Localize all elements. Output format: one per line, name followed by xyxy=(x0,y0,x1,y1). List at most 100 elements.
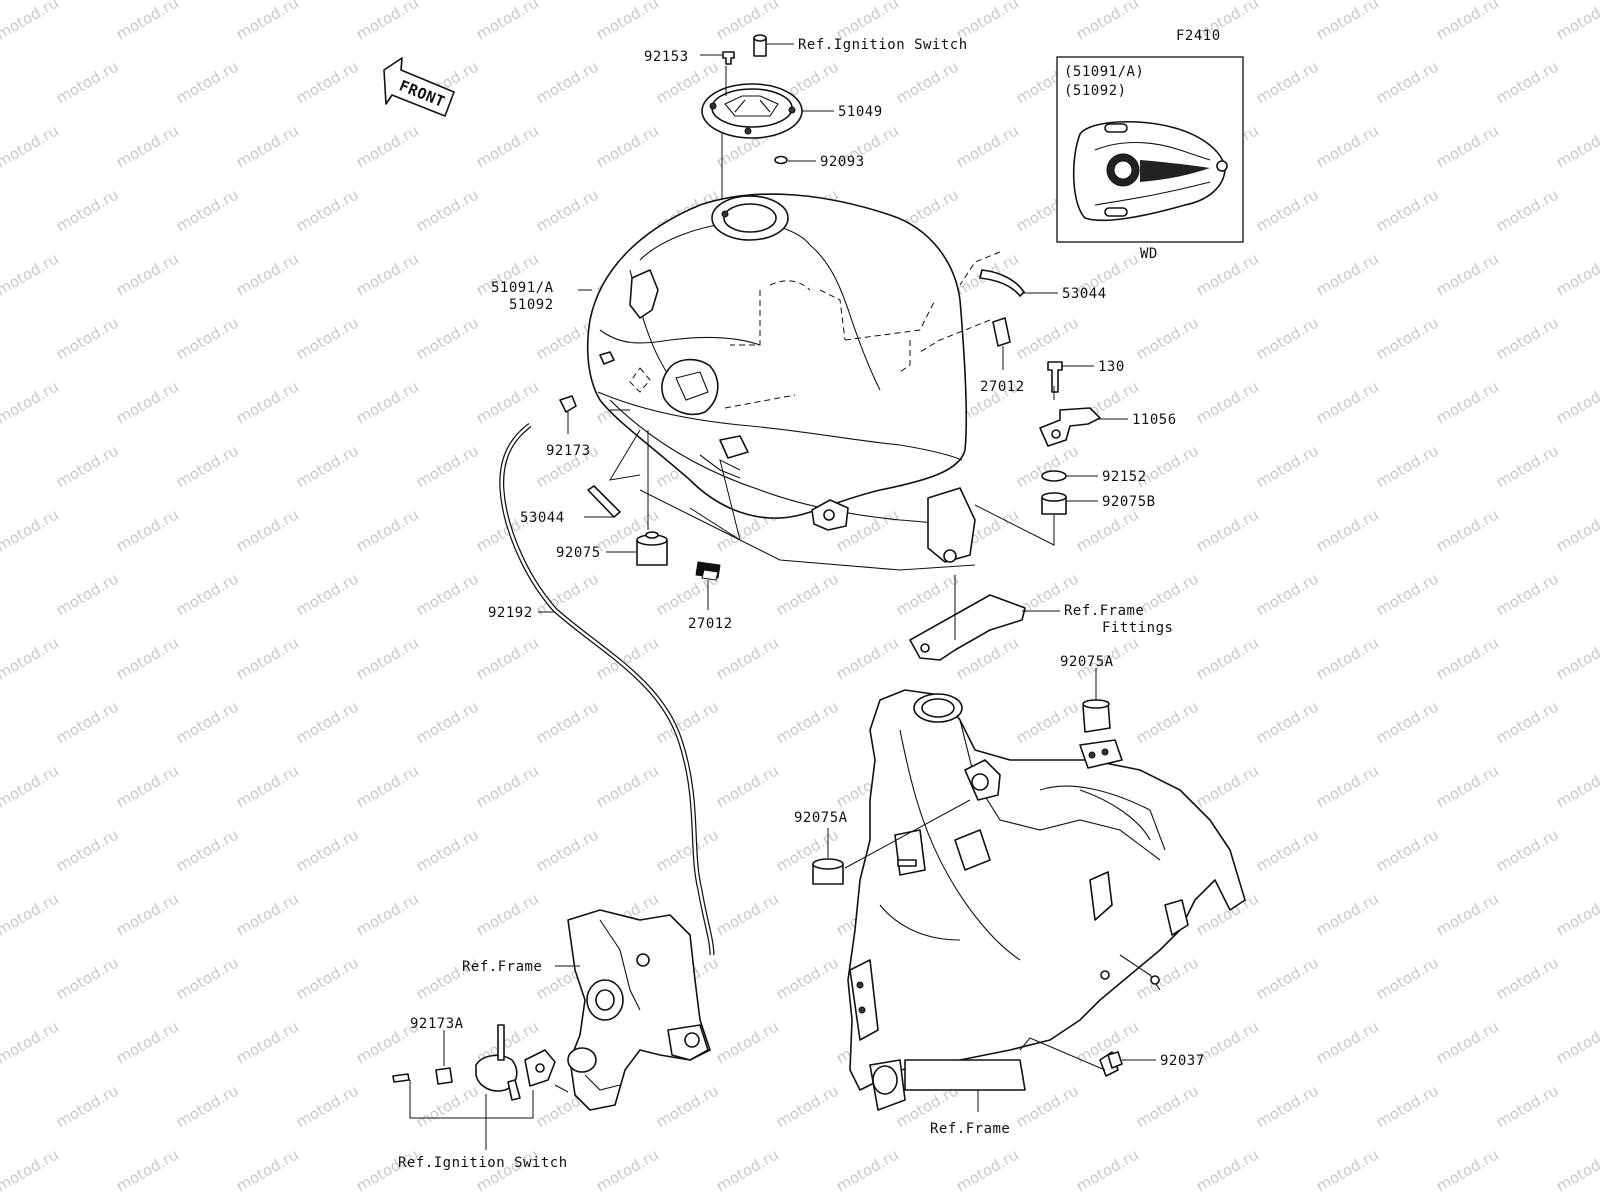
watermark-text: motod.ru xyxy=(353,377,422,427)
watermark-text: motod.ru xyxy=(113,377,182,427)
watermark-text: motod.ru xyxy=(353,249,422,299)
watermark-text: motod.ru xyxy=(1313,761,1382,811)
watermark-text: motod.ru xyxy=(173,953,242,1003)
watermark-text: motod.ru xyxy=(1373,953,1442,1003)
watermark-text: motod.ru xyxy=(1433,505,1502,555)
watermark-text: motod.ru xyxy=(0,889,62,939)
label-92075: 92075 xyxy=(556,545,601,561)
watermark-text: motod.ru xyxy=(1313,377,1382,427)
watermark-text: motod.ru xyxy=(1373,313,1442,363)
watermark-text: motod.ru xyxy=(1373,185,1442,235)
watermark-text: motod.ru xyxy=(533,825,602,875)
watermark-text: motod.ru xyxy=(413,825,482,875)
fuel-tank xyxy=(586,193,976,571)
watermark-text: motod.ru xyxy=(173,313,242,363)
watermark-text: motod.ru xyxy=(593,1145,662,1195)
watermark-text: motod.ru xyxy=(1253,825,1322,875)
watermark-text: motod.ru xyxy=(353,889,422,939)
watermark-text: motod.ru xyxy=(233,761,302,811)
watermark-text: motod.ru xyxy=(1493,953,1562,1003)
diagram-code: F2410 xyxy=(1176,28,1221,44)
watermark-text: motod.ru xyxy=(113,1017,182,1067)
watermark-text: motod.ru xyxy=(1433,121,1502,171)
watermark-text: motod.ru xyxy=(473,377,542,427)
watermark-text: motod.ru xyxy=(1313,0,1382,43)
watermark-text: motod.ru xyxy=(1313,633,1382,683)
watermark-text: motod.ru xyxy=(173,185,242,235)
watermark-text: motod.ru xyxy=(173,697,242,747)
watermark-text: motod.ru xyxy=(1433,377,1502,427)
watermark-text: motod.ru xyxy=(293,313,362,363)
watermark-text: motod.ru xyxy=(1253,953,1322,1003)
watermark-text: motod.ru xyxy=(1313,1145,1382,1195)
inset-line-1: (51091/A) xyxy=(1064,64,1144,80)
label-92037: 92037 xyxy=(1160,1053,1205,1069)
watermark-text: motod.ru xyxy=(1013,441,1082,491)
inset-tank-variant: (51091/A) (51092) WD xyxy=(1056,56,1244,262)
label-decal-27012-right xyxy=(919,317,1011,370)
watermark-text: motod.ru xyxy=(1253,697,1322,747)
watermark-text: motod.ru xyxy=(713,0,782,43)
watermark-text: motod.ru xyxy=(413,313,482,363)
label-51092: 51092 xyxy=(509,297,554,313)
watermark-text: motod.ru xyxy=(1193,377,1262,427)
label-92173: 92173 xyxy=(546,443,591,459)
watermark-text: motod.ru xyxy=(713,1017,782,1067)
watermark-text: motod.ru xyxy=(53,569,122,619)
label-92075a-top: 92075A xyxy=(1060,654,1114,670)
watermark-text: motod.ru xyxy=(1313,889,1382,939)
watermark-text: motod.ru xyxy=(413,441,482,491)
watermark-text: motod.ru xyxy=(0,825,2,875)
watermark-text: motod.ru xyxy=(1073,1145,1142,1195)
watermark-text: motod.ru xyxy=(713,889,782,939)
watermark-text: motod.ru xyxy=(1553,633,1600,683)
watermark-text: motod.ru xyxy=(113,0,182,43)
label-92173a: 92173A xyxy=(410,1016,464,1032)
watermark-text: motod.ru xyxy=(1553,1017,1600,1067)
watermark-text: motod.ru xyxy=(293,441,362,491)
watermark-text: motod.ru xyxy=(53,57,122,107)
label-53044-left: 53044 xyxy=(520,510,565,526)
watermark-text: motod.ru xyxy=(0,569,2,619)
watermark-text: motod.ru xyxy=(713,633,782,683)
watermark-text: motod.ru xyxy=(1253,441,1322,491)
watermark-text: motod.ru xyxy=(293,185,362,235)
label-ref-ignition-switch-bottom: Ref.Ignition Switch xyxy=(398,1155,568,1171)
watermark-text: motod.ru xyxy=(1193,761,1262,811)
watermark-text: motod.ru xyxy=(293,57,362,107)
watermark-text: motod.ru xyxy=(113,121,182,171)
watermark-text: motod.ru xyxy=(593,761,662,811)
watermark-text: motod.ru xyxy=(53,185,122,235)
watermark-text: motod.ru xyxy=(1133,313,1202,363)
watermark-text: motod.ru xyxy=(1253,57,1322,107)
watermark-text: motod.ru xyxy=(293,953,362,1003)
main-frame xyxy=(847,689,1246,1111)
watermark-text: motod.ru xyxy=(53,1081,122,1131)
inset-caption: WD xyxy=(1140,246,1158,262)
watermark-text: motod.ru xyxy=(113,889,182,939)
damper-92075a-top xyxy=(1082,668,1111,733)
watermark-text: motod.ru xyxy=(0,633,62,683)
watermark-text: motod.ru xyxy=(353,633,422,683)
watermark-text: motod.ru xyxy=(1433,761,1502,811)
watermark-text: motod.ru xyxy=(473,0,542,43)
watermark-text: motod.ru xyxy=(1373,697,1442,747)
watermark-text: motod.ru xyxy=(1553,1145,1600,1195)
watermark-text: motod.ru xyxy=(113,1145,182,1195)
ignition-switch-ref-top xyxy=(753,34,794,57)
label-ref-ignition-switch-top: Ref.Ignition Switch xyxy=(798,37,968,53)
frame-fittings-bracket xyxy=(909,575,1060,661)
ignition-switch-bottom xyxy=(392,1024,569,1150)
watermark-text: motod.ru xyxy=(1373,57,1442,107)
watermark-text: motod.ru xyxy=(0,953,2,1003)
watermark-text: motod.ru xyxy=(1073,0,1142,43)
bolt-130 xyxy=(1047,361,1094,393)
watermark-text: motod.ru xyxy=(653,1081,722,1131)
label-92153: 92153 xyxy=(644,49,689,65)
label-53044-right: 53044 xyxy=(1062,286,1107,302)
watermark-text: motod.ru xyxy=(1553,505,1600,555)
watermark-text: motod.ru xyxy=(1373,569,1442,619)
watermark-text: motod.ru xyxy=(0,313,2,363)
leader-right-mount xyxy=(974,386,1055,546)
